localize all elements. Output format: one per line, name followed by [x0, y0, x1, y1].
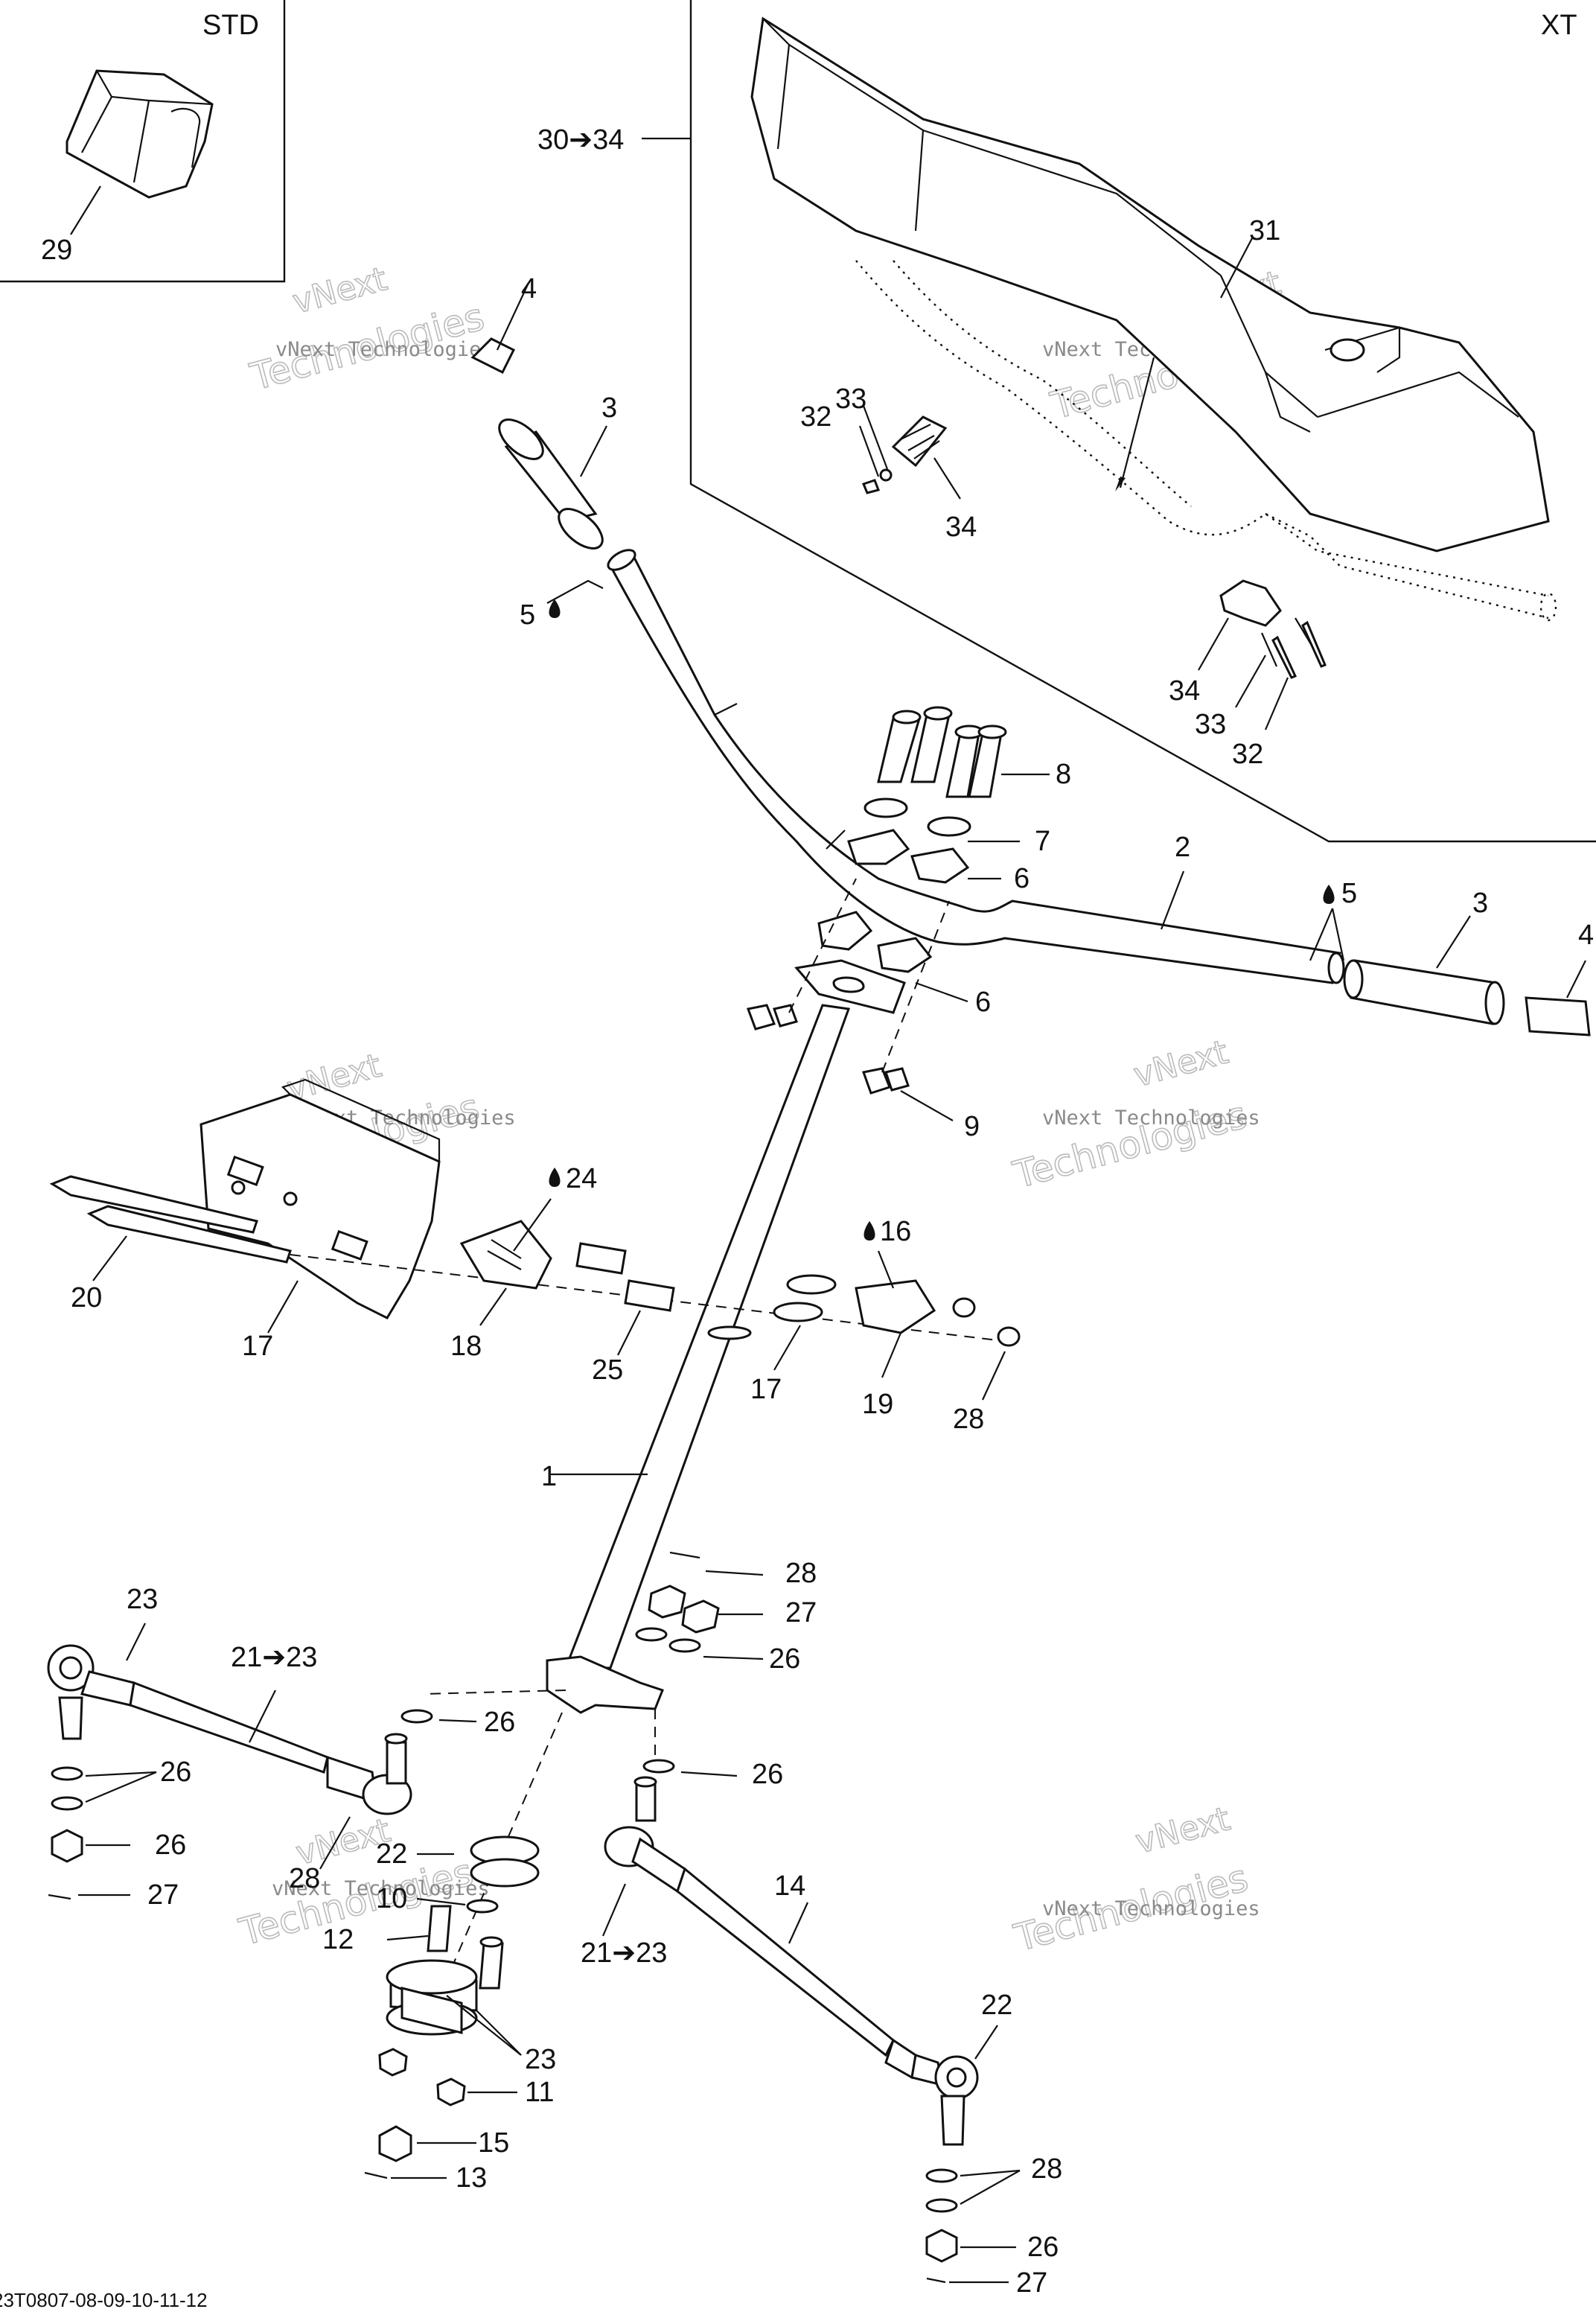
- callout-8: 8: [1056, 759, 1071, 790]
- callout-11: 23: [525, 2044, 556, 2075]
- callout-32-top: 32: [800, 401, 831, 433]
- part-17-right-link: [855, 1279, 936, 1334]
- part-33-washer: [879, 468, 893, 482]
- callout-3-top: 3: [601, 392, 617, 424]
- callout-13: 15: [478, 2127, 509, 2159]
- callout-15: 11: [525, 2077, 554, 2108]
- callout-9: 9: [964, 1111, 980, 1142]
- watermark-text: vNext Technologies: [275, 338, 494, 361]
- callout-23-left: 23: [127, 1584, 158, 1615]
- callout-6-upper: 6: [1014, 863, 1030, 894]
- callout-21-23-left: 21➔23: [231, 1642, 317, 1673]
- watermark-group: vNext Technologies vNext Technologies vN…: [234, 259, 1289, 1961]
- part-3-right-grip: [1350, 959, 1498, 1025]
- part-4-end-plug: [470, 337, 516, 375]
- link-assembly: 24 18 25 17 16 19 28: [450, 1163, 1021, 1435]
- callout-4-right: 4: [1578, 920, 1594, 951]
- document-code: 23T0807-08-09-10-11-12: [0, 2289, 208, 2311]
- callout-24-right: 16: [880, 1216, 911, 1247]
- callout-5-left: 5: [520, 599, 535, 631]
- callout-6-lower: 6: [975, 987, 991, 1018]
- callout-34-bottom: 34: [1169, 675, 1200, 707]
- callout-25: 17: [750, 1374, 782, 1405]
- arrow-31: [1119, 357, 1155, 488]
- xt-label: XT: [1541, 10, 1577, 41]
- part-12-seal: [466, 1899, 499, 1914]
- callout-5-right: 5: [1341, 878, 1357, 909]
- watermark-text: vNext Technologies: [1042, 1106, 1260, 1130]
- callout-1: 1: [541, 1461, 557, 1492]
- callout-28-bottom-right: 27: [1016, 2267, 1047, 2299]
- part-14-bolt: [427, 1905, 452, 1952]
- part-32-screw: [861, 479, 880, 494]
- callout-26-top: 26: [769, 1643, 800, 1675]
- part-34-lower-clamp: [1219, 579, 1327, 679]
- callout-23-right: 22: [981, 1990, 1012, 2021]
- xt-inset-frame: [689, 0, 1596, 843]
- callout-16: 20: [71, 1282, 102, 1313]
- xt-inset: XT 31 30➔34 33: [537, 0, 1596, 843]
- part-31-xt-hand-guard: [750, 16, 1550, 552]
- callout-26-right-center: 26: [752, 1759, 783, 1790]
- std-label: STD: [202, 10, 259, 41]
- callout-7: 7: [1035, 826, 1050, 857]
- callout-28-bottom-left: 13: [456, 2162, 487, 2194]
- callout-24-left: 24: [566, 1163, 597, 1194]
- watermark-vnext: vNext: [289, 260, 391, 322]
- callout-18: 25: [592, 1354, 623, 1386]
- lower-column-assembly: 22 10 12 23 11 15 13: [322, 1835, 556, 2194]
- callout-28-left: 27: [147, 1879, 179, 1911]
- part-29-hand-guard: [66, 69, 214, 235]
- callout-26-bottom-right: 28: [1031, 2153, 1062, 2185]
- part-34-clamp: [891, 415, 948, 468]
- watermark-vnext: vNext: [1131, 1800, 1233, 1862]
- callout-29: 29: [41, 235, 72, 266]
- callout-32-bottom: 32: [1232, 739, 1263, 770]
- part-17-left-link: [459, 1220, 552, 1290]
- part-18-sleeve: [575, 1242, 627, 1275]
- callout-27-bottom-right: 26: [1027, 2232, 1059, 2263]
- watermark-text: vNext Technologies: [1042, 1897, 1260, 1920]
- callout-14: 12: [322, 1924, 354, 1955]
- std-inset: STD 29: [0, 0, 286, 283]
- watermark-vnext: vNext: [1130, 1034, 1232, 1095]
- callout-33-bottom: 33: [1195, 709, 1226, 740]
- watermark-text: vNext Technologies: [272, 1877, 490, 1900]
- callout-19: 28: [953, 1404, 984, 1435]
- part-2-handlebar: 2: [607, 549, 1345, 984]
- callout-3-right: 3: [1472, 888, 1488, 919]
- right-tie-rod: 22 14 21➔23 28 26 27: [581, 1776, 1062, 2299]
- callout-10: 22: [376, 1838, 407, 1870]
- center-washers: 26 26: [400, 1690, 783, 1790]
- callout-30-34: 30➔34: [537, 124, 624, 156]
- part-25-spacer: [786, 1274, 837, 1295]
- callout-21-23-right: 14: [774, 1870, 805, 1902]
- callout-2: 2: [1175, 832, 1190, 863]
- std-inset-frame: [0, 0, 286, 283]
- handlebar-clamp-assembly: 8 7 6 6 9: [746, 706, 1071, 1142]
- right-grip-assembly: 3 4 5: [1309, 878, 1594, 1036]
- callout-17-left: 18: [450, 1331, 482, 1362]
- left-tie-rod: 23 21➔23 26 26 27 28: [47, 1584, 412, 1911]
- callout-26-left: 26: [160, 1757, 191, 1788]
- part-19-nut: [952, 1297, 976, 1318]
- part-20-bracket: 17: [200, 1078, 441, 1362]
- callout-34-top: 34: [945, 512, 977, 543]
- callout-17-right: 19: [862, 1389, 893, 1420]
- callout-31: 31: [1249, 215, 1280, 246]
- callout-26-center: 26: [484, 1707, 515, 1738]
- callout-22-right: 21➔23: [581, 1937, 667, 1969]
- callout-12: 10: [376, 1883, 407, 1914]
- callout-27-top: 27: [785, 1597, 817, 1628]
- left-grip-assembly: 4 3 5: [470, 273, 617, 631]
- callout-27-left: 26: [155, 1829, 186, 1861]
- callout-33-top: 33: [835, 383, 866, 415]
- callout-4-top: 4: [521, 273, 537, 305]
- callout-20: 17: [242, 1331, 273, 1362]
- part-4-right-end-plug: [1525, 996, 1591, 1036]
- pitman-hardware: 28 27 26: [635, 1551, 817, 1675]
- callout-28-top: 28: [785, 1558, 817, 1589]
- callout-22-left: 28: [289, 1863, 320, 1894]
